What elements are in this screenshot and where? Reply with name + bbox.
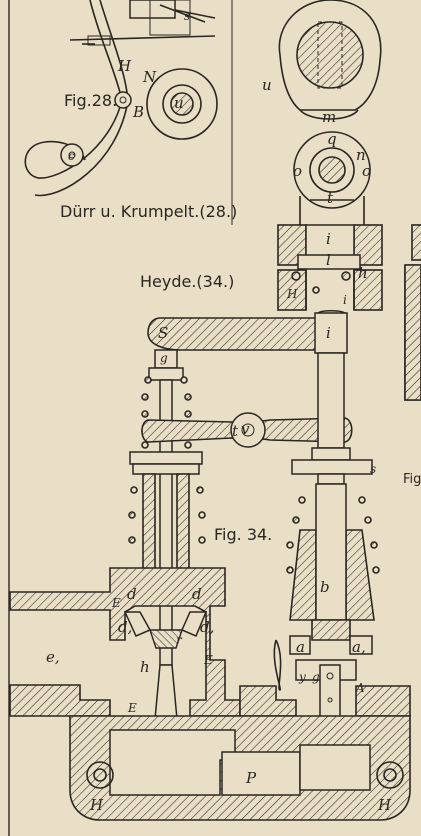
label-u-eye: u xyxy=(262,76,272,94)
label-d1-right: d, xyxy=(200,618,214,636)
label-m: m xyxy=(322,108,336,126)
label-o-right: o xyxy=(362,162,371,180)
label-v: v xyxy=(241,420,250,438)
label-d-left: d xyxy=(127,585,137,603)
base-frame xyxy=(69,715,411,821)
label-t-lever: t xyxy=(232,422,239,440)
crosshead xyxy=(147,309,348,354)
label-H-bush: H xyxy=(286,287,298,301)
cylinder xyxy=(273,483,375,691)
caption-fig28: Fig.28. xyxy=(64,91,117,110)
label-a: a xyxy=(296,638,305,656)
caption-heyde: Heyde.(34.) xyxy=(140,272,234,291)
label-P: P xyxy=(245,769,257,787)
label-S: S xyxy=(158,324,168,342)
label-u-disc: u xyxy=(174,94,184,112)
label-l: l xyxy=(326,251,331,269)
label-E-upper: E xyxy=(111,596,121,610)
caption-fig-partial: Fig xyxy=(403,472,421,487)
label-a1: a, xyxy=(352,638,366,656)
label-r: r xyxy=(176,633,183,647)
label-n: n xyxy=(356,146,366,164)
label-B: B xyxy=(132,103,144,121)
lever xyxy=(141,412,353,448)
label-i-upper: i xyxy=(326,230,331,248)
label-s-top: s xyxy=(184,9,190,23)
caption-fig34: Fig. 34. xyxy=(214,525,272,544)
label-H-right: H xyxy=(377,796,392,814)
label-d-right: d xyxy=(192,585,202,603)
eye-assembly xyxy=(277,0,383,311)
label-y: y xyxy=(298,670,306,684)
label-d1-left: d, xyxy=(118,618,132,636)
label-y-small: g xyxy=(160,351,168,365)
label-h: h xyxy=(140,658,150,676)
caption-durr-krumpelt: Dürr u. Krumpelt.(28.) xyxy=(60,202,237,221)
piston-rod xyxy=(286,352,380,574)
label-i-small: i xyxy=(343,293,347,307)
partial-figure-right xyxy=(404,224,421,401)
label-c: c xyxy=(68,149,75,163)
label-i-cross: i xyxy=(326,324,331,342)
label-N: N xyxy=(142,68,157,86)
label-H-left: H xyxy=(89,796,104,814)
valve-chest xyxy=(9,567,241,717)
label-t-upper: t xyxy=(327,189,334,207)
label-s-nut: s xyxy=(370,462,376,476)
label-g-small: g xyxy=(312,670,320,684)
fig28-drawing xyxy=(24,0,218,197)
label-A: A xyxy=(355,681,365,695)
label-b: b xyxy=(320,578,330,596)
valve-guide xyxy=(128,451,206,576)
label-o-left: o xyxy=(293,162,302,180)
label-E-right: E xyxy=(203,653,213,667)
label-H-upper: H xyxy=(117,57,132,75)
label-e1: e, xyxy=(46,648,60,666)
label-h-upper: h xyxy=(358,264,368,282)
label-E-lower: E xyxy=(127,701,137,715)
label-q: q xyxy=(327,130,337,148)
